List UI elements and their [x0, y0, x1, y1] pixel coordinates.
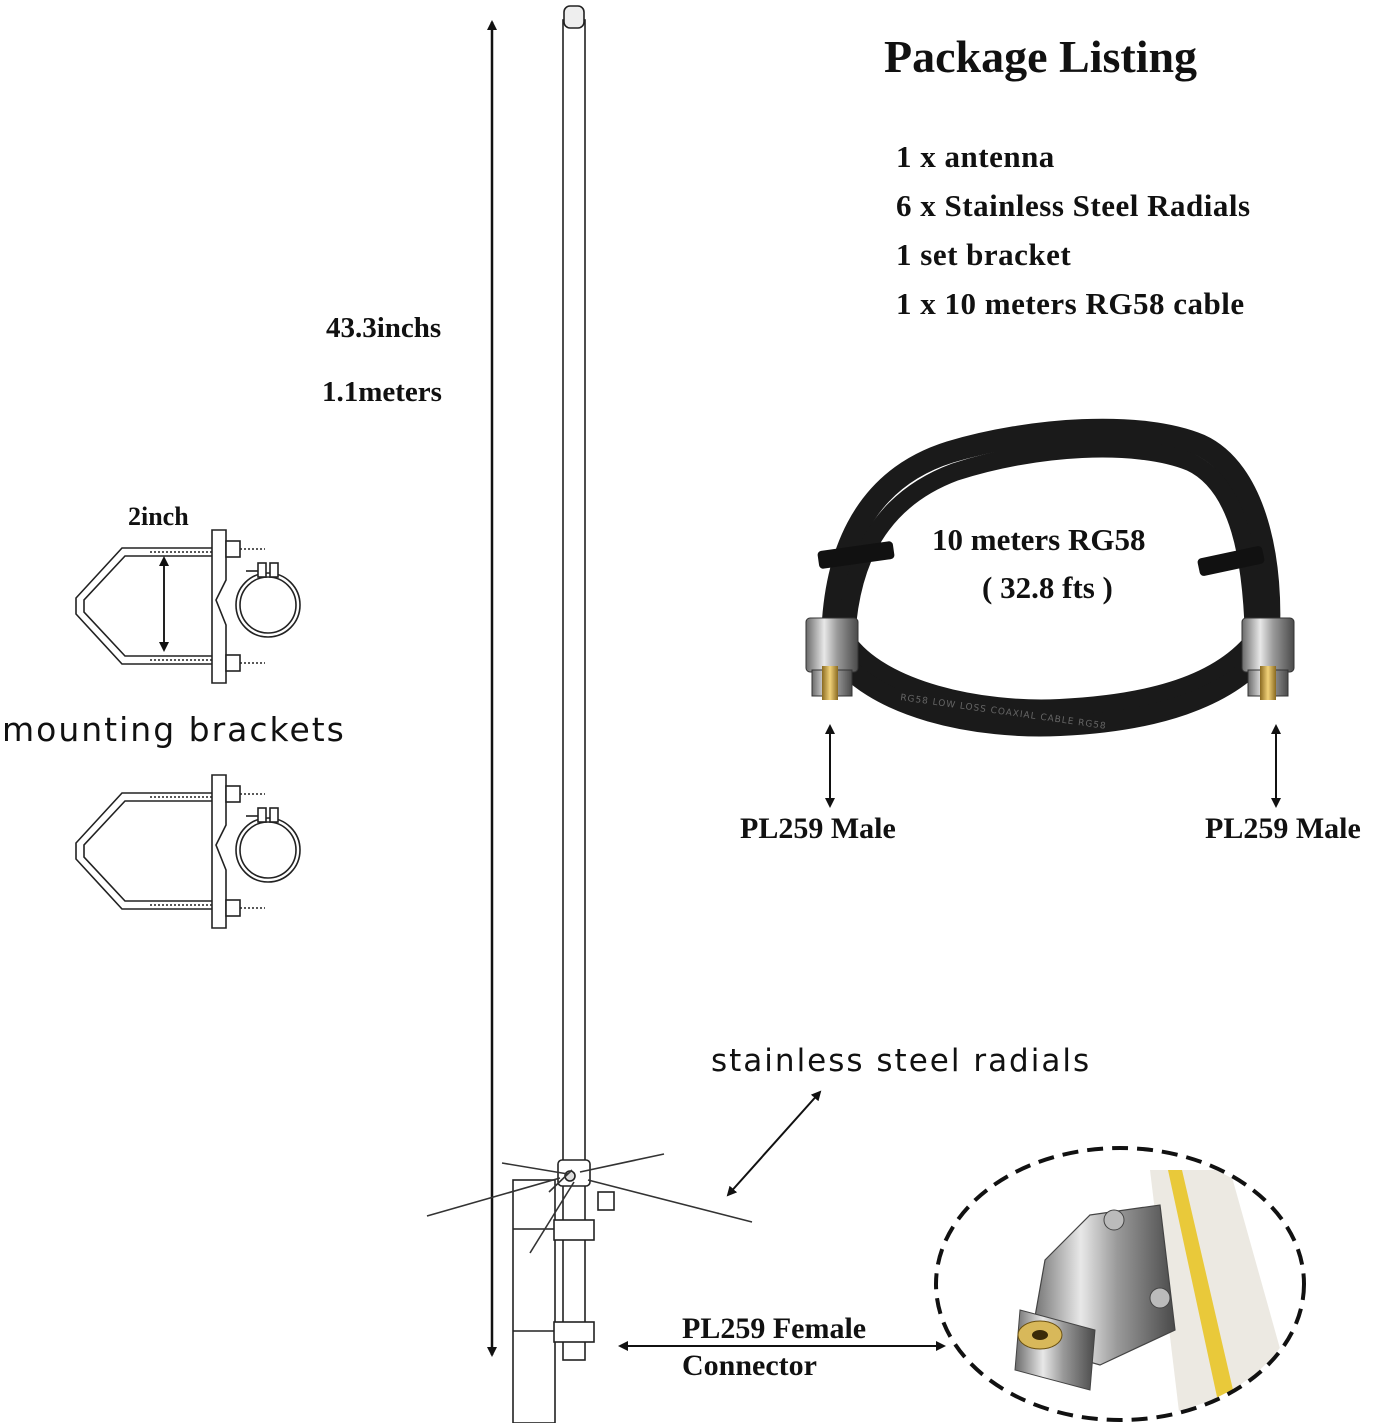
radials: [426, 1153, 753, 1254]
antenna-whip: [562, 19, 586, 1361]
antenna-length-inches: 43.3inchs: [326, 312, 442, 344]
cable-length-feet-label: ( 32.8 fts ): [982, 570, 1113, 605]
package-listing-title: Package Listing: [884, 31, 1198, 82]
cable-length-label: 10 meters RG58: [932, 522, 1146, 557]
arrow-radials: [726, 1090, 822, 1197]
package-item: 1 x antenna: [896, 139, 1055, 174]
coax-cable: [817, 418, 1281, 737]
mounting-brackets-label: mounting brackets: [2, 710, 346, 749]
connector-label: Connector: [682, 1349, 817, 1382]
bracket-drawing-1: [75, 529, 301, 684]
pl259-female-label: PL259 Female: [682, 1312, 867, 1345]
cable-connector-right: [1241, 617, 1295, 700]
pl259-male-left-label: PL259 Male: [740, 812, 896, 845]
package-item: 1 x 10 meters RG58 cable: [896, 286, 1245, 321]
package-item: 6 x Stainless Steel Radials: [896, 188, 1251, 223]
bracket-drawing-2: [75, 774, 301, 929]
pl259-male-right-label: PL259 Male: [1205, 812, 1361, 845]
cable-connector-left: [805, 617, 859, 700]
bracket-width-label: 2inch: [128, 502, 189, 531]
stainless-steel-radials-label: stainless steel radials: [711, 1043, 1092, 1079]
detail-oval: [934, 1146, 1306, 1422]
antenna-length-meters: 1.1meters: [322, 376, 442, 408]
mounting-pole: [512, 1179, 556, 1423]
package-item: 1 set bracket: [896, 237, 1072, 272]
antenna-drawing: [512, 5, 615, 1423]
female-connector-photo: [934, 1146, 1306, 1422]
